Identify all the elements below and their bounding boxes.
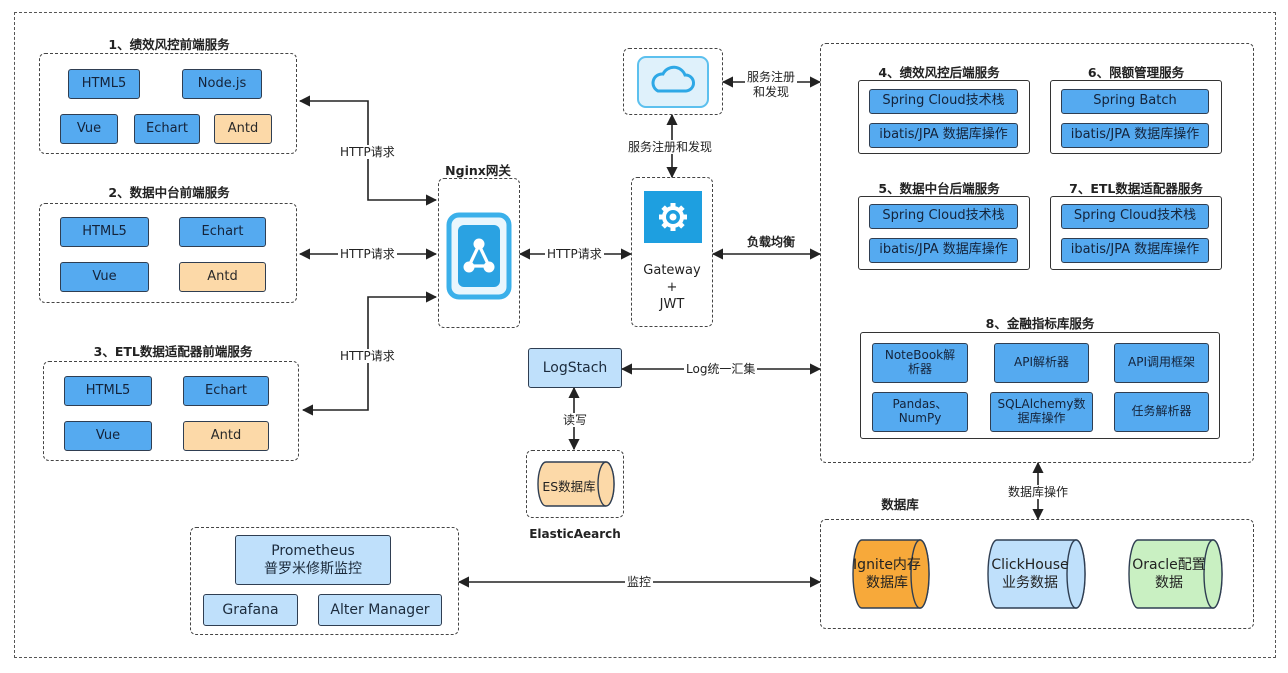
- frontend1-nodejs: Node.js: [182, 69, 262, 99]
- edge-label-db-ops: 数据库操作: [1006, 485, 1071, 499]
- edge-label-load-balance: 负载均衡: [747, 235, 796, 249]
- es-caption: ElasticAearch: [529, 527, 621, 541]
- prometheus-box: Prometheus 普罗米修斯监控: [235, 535, 391, 585]
- logstash-box: LogStach: [528, 348, 622, 388]
- clickhouse-database-icon: [987, 537, 1087, 611]
- oracle-label: Oracle配置 数据: [1128, 556, 1210, 592]
- nginx-icon: [446, 212, 512, 300]
- edge-label-http4: HTTP请求: [545, 247, 604, 261]
- frontend2-echart: Echart: [179, 217, 266, 247]
- frontend1-vue: Vue: [60, 114, 118, 144]
- backend7-spring: Spring Cloud技术栈: [1061, 204, 1209, 229]
- frontend3-echart: Echart: [183, 376, 269, 406]
- grafana-box: Grafana: [203, 594, 298, 626]
- backend6-title: 6、限额管理服务: [1087, 65, 1185, 80]
- frontend1-echart: Echart: [134, 114, 200, 144]
- es-label: ES数据库: [542, 479, 596, 494]
- finance-api-framework: API调用框架: [1114, 343, 1209, 383]
- frontend3-antd: Antd: [183, 421, 269, 451]
- backend5-title: 5、数据中台后端服务: [878, 181, 1000, 196]
- ignite-line2: 数据库: [866, 575, 908, 591]
- registry-group: [623, 48, 723, 115]
- frontend1-group: [39, 53, 297, 154]
- frontend3-html5: HTML5: [64, 376, 152, 406]
- backend5-spring: Spring Cloud技术栈: [869, 204, 1018, 229]
- ignite-label: Ignite内存 数据库: [852, 556, 922, 592]
- frontend3-title: 3、ETL数据适配器前端服务: [93, 344, 253, 359]
- frontend3-vue: Vue: [64, 421, 152, 451]
- database-group: [820, 519, 1254, 629]
- cloud-icon: [636, 55, 710, 109]
- ignite-database-icon: [852, 537, 930, 611]
- edge-label-monitor: 监控: [625, 575, 654, 589]
- gear-icon: [644, 191, 702, 243]
- gateway-line1: Gateway: [643, 263, 701, 278]
- backend5-ibatis: ibatis/JPA 数据库操作: [869, 238, 1018, 263]
- frontend2-antd: Antd: [179, 262, 266, 292]
- finance-notebook: NoteBook解析器: [872, 343, 968, 383]
- nginx-title: Nginx网关: [445, 163, 511, 178]
- backend7-title: 7、ETL数据适配器服务: [1069, 181, 1203, 196]
- edge-label-log-collect: Log统一汇集: [684, 362, 758, 376]
- es-database-icon: [536, 459, 616, 509]
- ignite-line1: Ignite内存: [853, 557, 921, 573]
- alertmanager-box: Alter Manager: [318, 594, 442, 626]
- oracle-line2: 数据: [1155, 575, 1183, 591]
- prometheus-line2: 普罗米修斯监控: [264, 561, 362, 577]
- backend6-spring-batch: Spring Batch: [1061, 89, 1209, 114]
- finance-sqlalchemy: SQLAlchemy数据库操作: [990, 392, 1093, 432]
- edge-label-http3: HTTP请求: [338, 349, 397, 363]
- outer-frame: [14, 12, 1276, 658]
- frontend2-title: 2、数据中台前端服务: [108, 185, 230, 200]
- finance-api-parser: API解析器: [994, 343, 1089, 383]
- frontend1-antd: Antd: [214, 114, 272, 144]
- edge-label-http1: HTTP请求: [338, 145, 397, 159]
- monitor-group: [190, 527, 459, 635]
- frontend1-title: 1、绩效风控前端服务: [108, 37, 230, 52]
- finance-pandas: Pandas、NumPy: [872, 392, 968, 432]
- database-title: 数据库: [881, 497, 919, 512]
- es-group: [526, 450, 624, 518]
- oracle-line1: Oracle配置: [1132, 557, 1206, 573]
- frontend3-group: [43, 361, 299, 461]
- backend7-ibatis: ibatis/JPA 数据库操作: [1061, 238, 1209, 263]
- gateway-group: [631, 177, 713, 327]
- edge-label-registry-right-2: 和发现: [753, 85, 790, 99]
- edge-label-read-write: 读写: [561, 413, 590, 427]
- finance-task-parser: 任务解析器: [1114, 392, 1209, 432]
- gateway-line2: +: [666, 280, 678, 295]
- nginx-group: [438, 178, 520, 328]
- clickhouse-line1: ClickHouse: [991, 557, 1069, 573]
- frontend1-html5: HTML5: [68, 69, 140, 99]
- clickhouse-line2: 业务数据: [1002, 575, 1058, 591]
- backend4-title: 4、绩效风控后端服务: [878, 65, 1000, 80]
- backend4-spring: Spring Cloud技术栈: [869, 89, 1018, 114]
- gateway-line3: JWT: [659, 297, 685, 312]
- frontend2-group: [39, 203, 297, 303]
- edge-label-registry-down: 服务注册和发现: [626, 140, 715, 154]
- oracle-database-icon: [1128, 537, 1224, 611]
- backend4-ibatis: ibatis/JPA 数据库操作: [869, 123, 1018, 148]
- gateway-label: Gateway + JWT: [634, 262, 710, 313]
- backend6-ibatis: ibatis/JPA 数据库操作: [1061, 123, 1209, 148]
- edge-label-registry-right: 服务注册 和发现: [745, 70, 798, 100]
- edge-label-registry-right-1: 服务注册: [747, 70, 796, 84]
- frontend2-html5: HTML5: [60, 217, 149, 247]
- frontend2-vue: Vue: [60, 262, 149, 292]
- prometheus-line1: Prometheus: [271, 543, 355, 559]
- edge-label-http2: HTTP请求: [338, 247, 397, 261]
- finance-title: 8、金融指标库服务: [985, 316, 1095, 331]
- clickhouse-label: ClickHouse 业务数据: [985, 556, 1075, 592]
- backend-group: [820, 43, 1254, 463]
